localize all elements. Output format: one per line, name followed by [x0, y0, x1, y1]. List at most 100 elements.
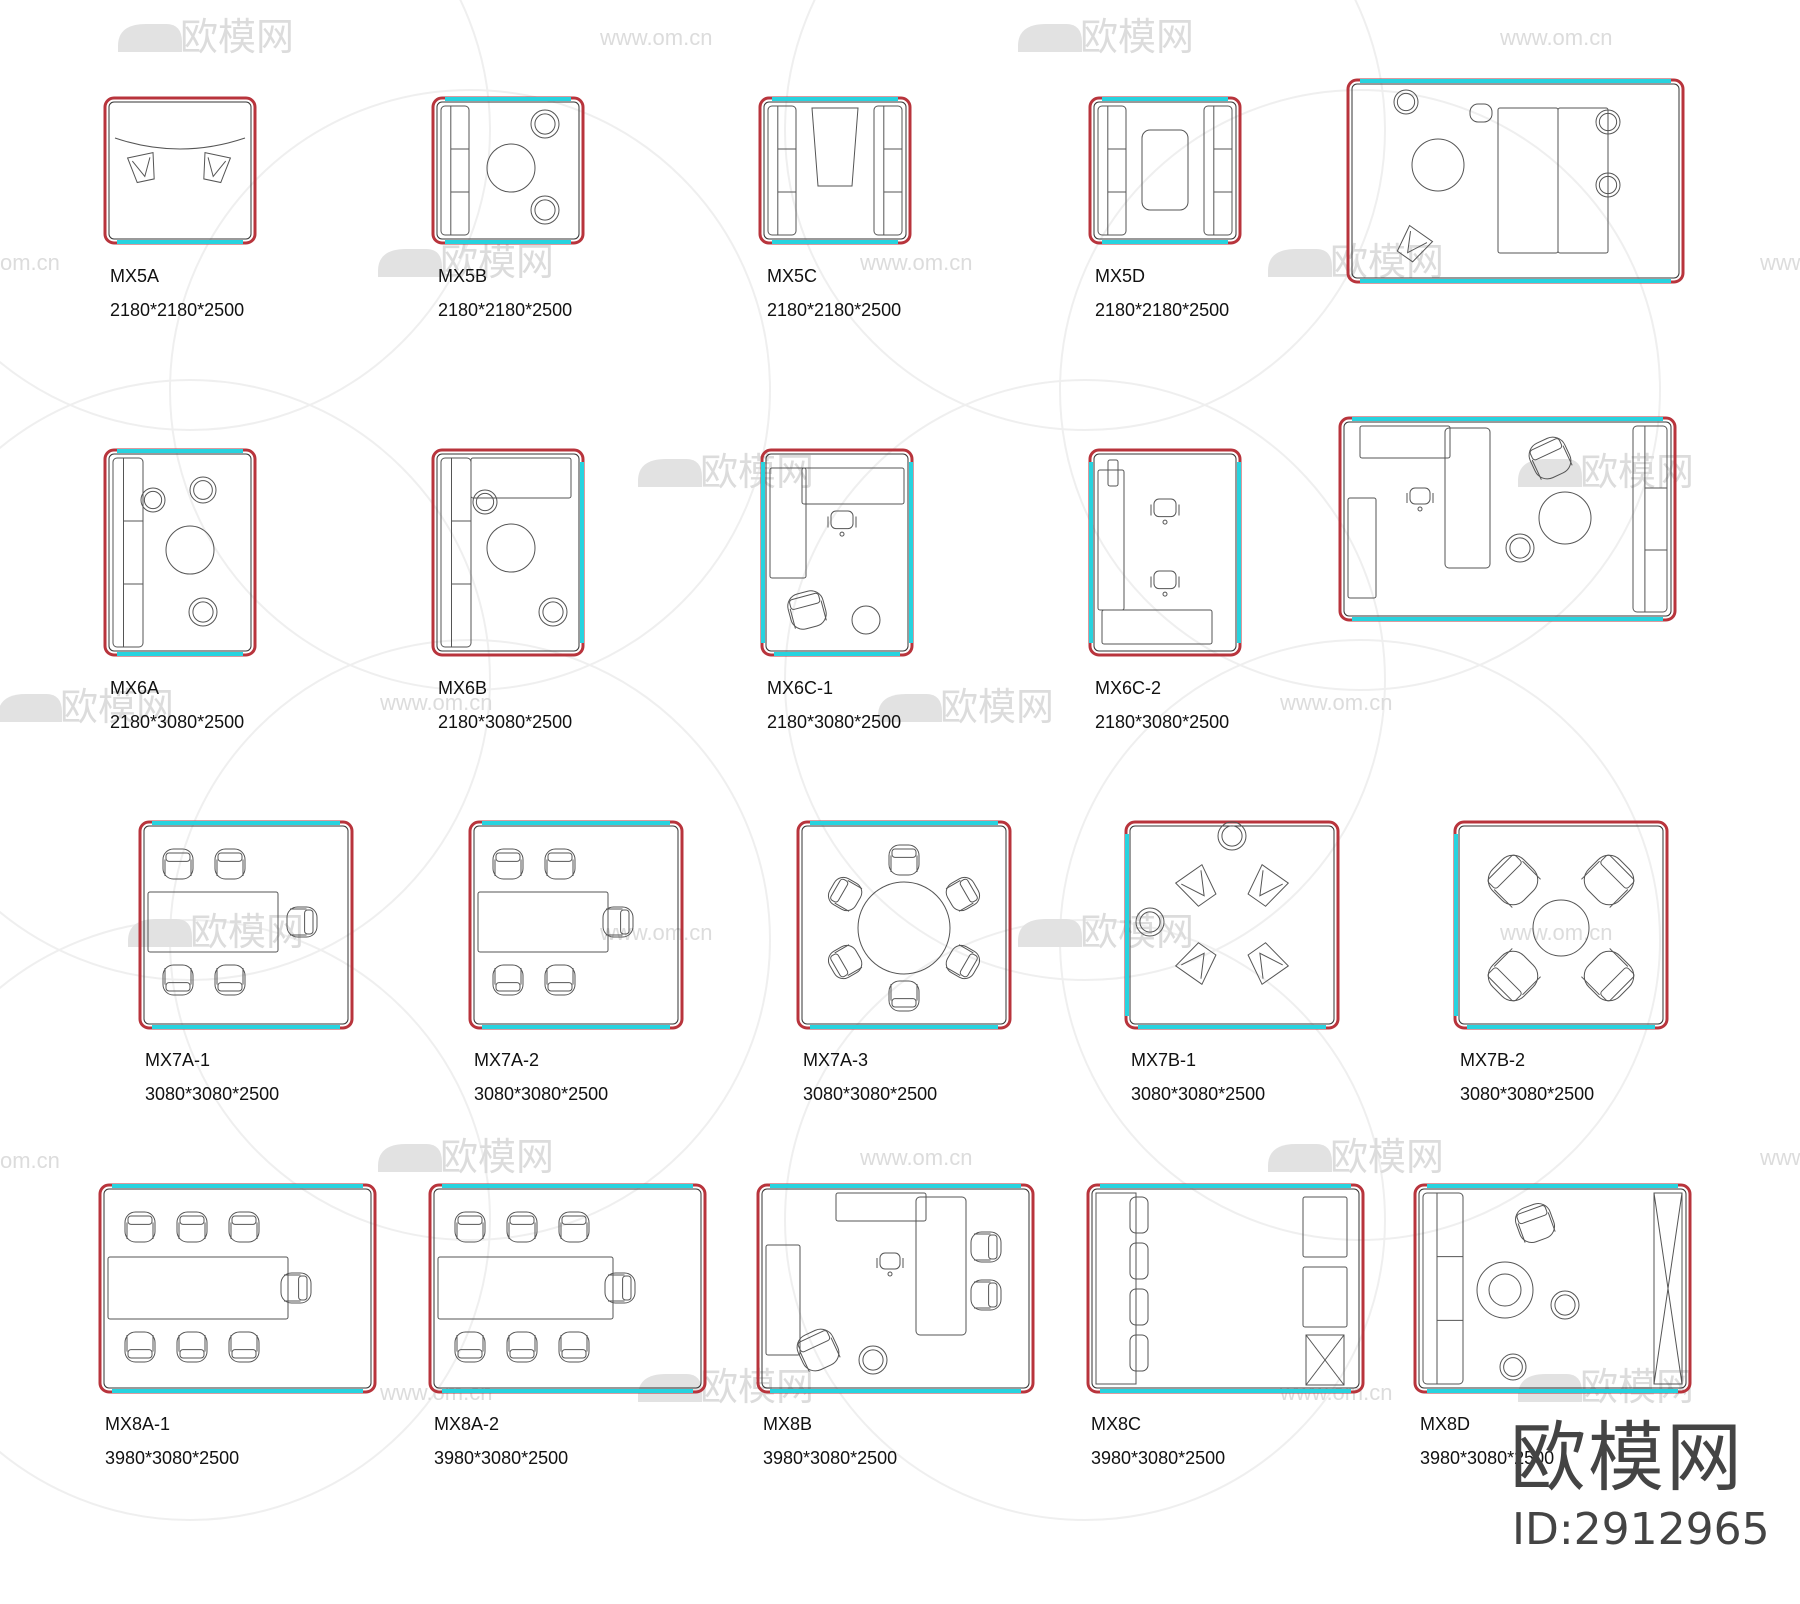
- pod-frame: [796, 820, 1012, 1030]
- plan-size-label: 3080*3080*2500: [145, 1084, 280, 1104]
- furniture-layout: [107, 1211, 312, 1363]
- plan-model-label: MX8A-2: [434, 1414, 500, 1434]
- floor-plan: [1088, 448, 1242, 657]
- armchair: [827, 876, 863, 912]
- stool: [530, 109, 560, 139]
- armchair: [787, 590, 827, 630]
- pod-inner-wall: [1093, 101, 1237, 240]
- office-chair: [1150, 498, 1180, 525]
- floor-plan: [1086, 1183, 1365, 1394]
- plan-size-label: 3980*3080*2500: [434, 1448, 569, 1468]
- pod-frame: [1338, 416, 1677, 622]
- stool: [1499, 1353, 1527, 1381]
- floor-plan: [98, 1183, 377, 1394]
- plan-model-label: MX6C-2: [1095, 678, 1162, 698]
- pod-inner-wall: [1093, 453, 1237, 652]
- floor-plan: [1413, 1183, 1692, 1394]
- pod-inner-wall: [763, 101, 907, 240]
- plan-model-label: MX7B-2: [1460, 1050, 1526, 1070]
- plan-model-label: MX8A-1: [105, 1414, 171, 1434]
- armchair: [214, 964, 246, 996]
- plan-size-label: 3980*3080*2500: [1091, 1448, 1226, 1468]
- office-chair: [1406, 487, 1434, 512]
- armchair: [827, 944, 863, 980]
- sofa: [112, 457, 144, 648]
- plan-size-label: 2180*3080*2500: [110, 712, 245, 732]
- pod-frame: [1124, 820, 1340, 1030]
- armchair: [492, 964, 524, 996]
- pod-inner-wall: [436, 101, 580, 240]
- armchair: [1581, 948, 1635, 1002]
- lounge-chair: [1247, 863, 1290, 907]
- sofa: [1097, 105, 1127, 236]
- stool: [472, 489, 498, 515]
- floor-plan: [796, 820, 1012, 1030]
- floor-plan: [428, 1183, 707, 1394]
- plan-size-label: 3080*3080*2500: [1131, 1084, 1266, 1104]
- floor-plan: [760, 448, 914, 657]
- lounge-chair: [126, 151, 155, 184]
- furniture-layout: [1135, 821, 1290, 986]
- plan-model-label: MX7A-3: [803, 1050, 869, 1070]
- pod-frame: [1088, 96, 1242, 245]
- pod-inner-wall: [1351, 83, 1680, 279]
- floor-plan: [1124, 820, 1340, 1030]
- plan-size-label: 2180*3080*2500: [767, 712, 902, 732]
- plan-model-label: MX6C-1: [767, 678, 834, 698]
- stool: [1505, 533, 1535, 563]
- plan-model-label: MX8D: [1420, 1414, 1471, 1434]
- armchair: [228, 1331, 260, 1363]
- plan-model-label: MX6B: [438, 678, 488, 698]
- armchair: [558, 1331, 590, 1363]
- sofa: [440, 457, 472, 648]
- round-table: [1538, 491, 1592, 545]
- pod-frame: [1086, 1183, 1365, 1394]
- furniture-layout: [114, 137, 246, 184]
- pod-frame: [1453, 820, 1669, 1030]
- plan-model-label: MX6A: [110, 678, 160, 698]
- pod-frame: [103, 96, 257, 245]
- armchair: [1487, 948, 1541, 1002]
- armchair: [796, 1328, 841, 1372]
- pod-inner-wall: [1343, 421, 1672, 617]
- pod-inner-wall: [108, 453, 252, 652]
- armchair: [214, 848, 246, 880]
- armchair: [1528, 436, 1573, 480]
- plan-size-label: 3080*3080*2500: [803, 1084, 938, 1104]
- pod-inner-wall: [433, 1188, 702, 1389]
- furniture-layout: [440, 457, 572, 648]
- plan-size-label: 3980*3080*2500: [105, 1448, 240, 1468]
- round-table: [1532, 899, 1590, 957]
- armchair: [176, 1211, 208, 1243]
- armchair: [162, 848, 194, 880]
- pod-inner-wall: [1091, 1188, 1360, 1389]
- armchair: [1581, 854, 1635, 908]
- floor-plan: [756, 1183, 1035, 1394]
- furniture-layout: [440, 105, 560, 236]
- stool: [140, 487, 166, 513]
- sofa: [1203, 105, 1233, 236]
- furniture-layout: [1393, 89, 1621, 263]
- furniture-layout: [477, 848, 634, 996]
- lounge-chair: [1174, 863, 1217, 907]
- pod-frame: [1413, 1183, 1692, 1394]
- furniture-layout: [1422, 1192, 1683, 1385]
- armchair: [506, 1211, 538, 1243]
- armchair: [286, 906, 318, 938]
- armchair: [558, 1211, 590, 1243]
- armchair: [124, 1331, 156, 1363]
- lounge-chair: [1174, 942, 1217, 986]
- armchair: [228, 1211, 260, 1243]
- pod-inner-wall: [436, 453, 580, 652]
- floor-plan: [431, 96, 585, 245]
- armchair: [454, 1331, 486, 1363]
- pod-frame: [760, 448, 914, 657]
- lounge-chair: [1396, 224, 1434, 263]
- armchair: [544, 848, 576, 880]
- pod-frame: [431, 96, 585, 245]
- plan-model-label: MX8C: [1091, 1414, 1142, 1434]
- lounge-chair: [203, 151, 232, 184]
- stool: [538, 597, 568, 627]
- stool: [1217, 821, 1247, 851]
- furniture-layout: [1487, 854, 1635, 1002]
